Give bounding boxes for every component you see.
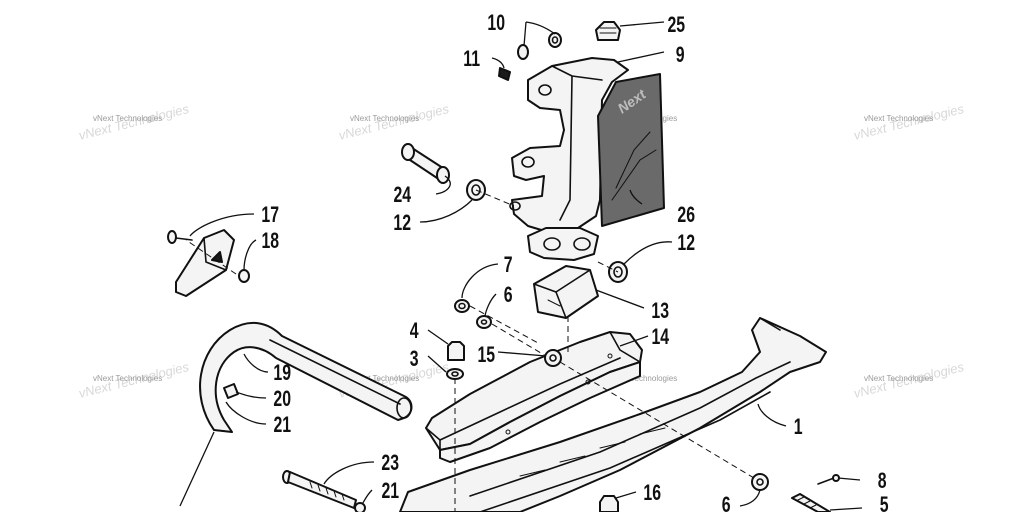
callout-23: 23: [381, 452, 399, 476]
callout-12b: 12: [677, 232, 695, 256]
part-nut-4: [447, 341, 465, 361]
part-handle-19: [199, 321, 413, 433]
callout-15: 15: [477, 344, 495, 368]
watermark-text: vNext Technologies: [864, 114, 933, 123]
part-cap-25: [595, 21, 621, 41]
watermark-text: vNext Technologies: [93, 374, 162, 383]
part-spindle: [509, 57, 629, 261]
callout-8: 8: [878, 470, 887, 494]
callout-4: 4: [410, 320, 419, 344]
callout-18: 18: [261, 230, 279, 254]
callout-7: 7: [504, 254, 513, 278]
part-ski: [399, 317, 827, 512]
bolt-lower-right: [791, 474, 840, 512]
fasteners-middle: [446, 299, 769, 491]
callout-6b: 6: [722, 494, 731, 512]
part-nut-18: [238, 269, 250, 283]
callout-12a: 12: [393, 212, 411, 236]
callout-24: 24: [393, 184, 411, 208]
part-saddle: [425, 331, 643, 463]
callout-5: 5: [880, 494, 889, 512]
part-block-13: [533, 265, 599, 319]
callout-13: 13: [651, 300, 669, 324]
part-washer-3: [446, 368, 464, 380]
watermark-text: vNext Technologies: [864, 374, 933, 383]
part-bracket-18: [167, 229, 250, 297]
watermark-text: vNext Technologies: [350, 114, 419, 123]
callout-20: 20: [273, 388, 291, 412]
part-pin-17: [167, 230, 177, 244]
callout-10: 10: [487, 12, 505, 36]
part-bushing-10: [517, 44, 529, 60]
part-washer-15: [544, 349, 562, 367]
part-pad-20: [223, 383, 239, 399]
part-washer-6b: [751, 473, 769, 491]
part-bolt-16: [599, 495, 619, 512]
callout-17: 17: [261, 204, 279, 228]
callout-21a: 21: [273, 414, 291, 438]
callout-19: 19: [273, 362, 291, 386]
callout-6a: 6: [504, 284, 513, 308]
bolt-lower-left: [282, 470, 366, 512]
watermark-text: vNext Technologies: [350, 374, 419, 383]
callout-25: 25: [667, 14, 685, 38]
part-decal: Next: [597, 73, 665, 227]
small-top-parts: [498, 21, 621, 81]
watermark-text: vNext Technologies: [93, 114, 162, 123]
part-nut-7: [454, 299, 470, 313]
callout-11: 11: [463, 48, 480, 72]
callout-16: 16: [643, 482, 661, 506]
leader-lines: [179, 21, 863, 512]
callout-14: 14: [651, 326, 669, 350]
callout-9: 9: [676, 44, 685, 68]
callout-1: 1: [794, 416, 803, 440]
part-washer-10: [548, 32, 562, 48]
callout-26: 26: [677, 204, 695, 228]
part-nut-11: [498, 67, 511, 81]
callout-3: 3: [410, 348, 419, 372]
callout-21b: 21: [381, 480, 399, 504]
part-washer-6a: [476, 315, 492, 329]
callout-labels: 10 25 9 11 24 12 26 12 7 6 13 14 4 3 15 …: [261, 12, 888, 512]
watermark-text: vNext Technologies: [608, 374, 677, 383]
